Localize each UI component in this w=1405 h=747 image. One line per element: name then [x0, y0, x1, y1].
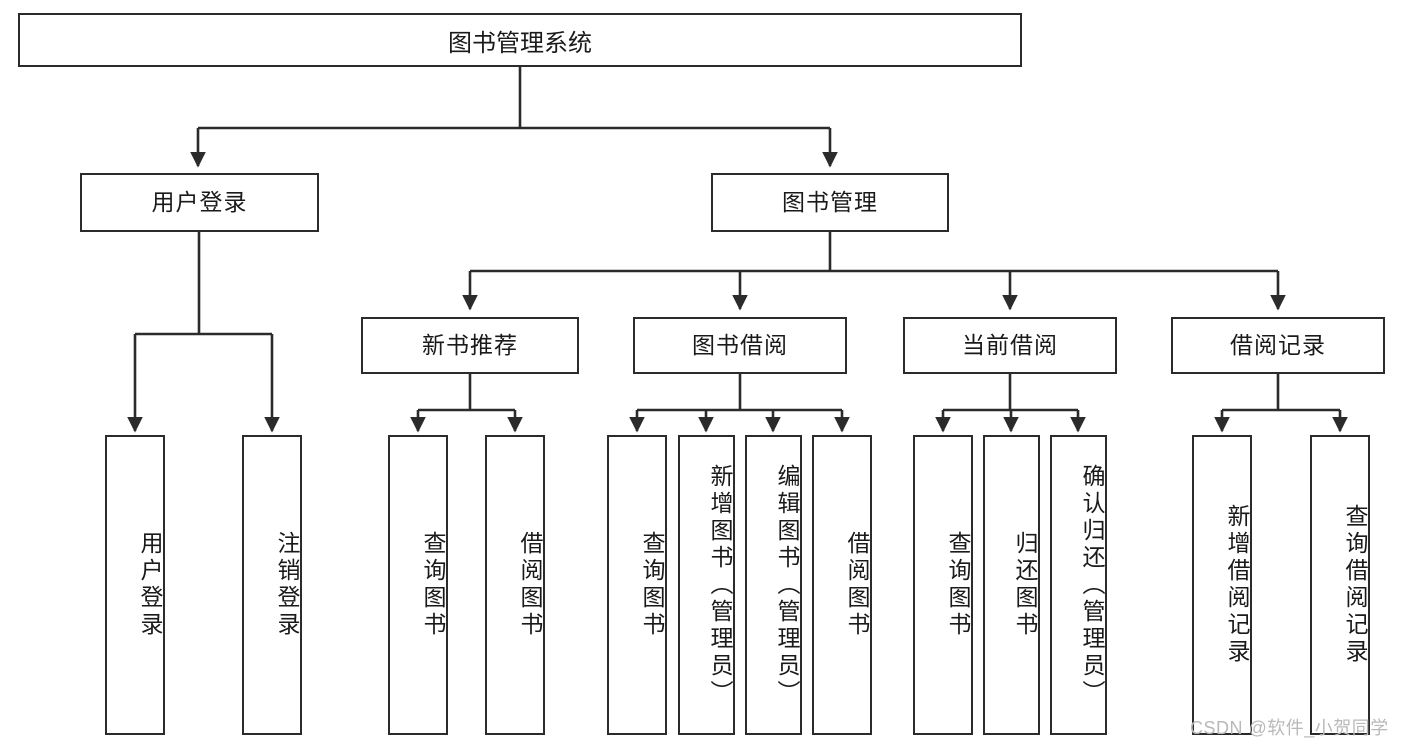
node-root[interactable]: 图书管理系统 — [18, 13, 1022, 67]
node-leaf-confirm-return[interactable]: 确认归还（管理员） — [1050, 435, 1107, 735]
node-leaf-borrow-book-1-label: 借阅图书 — [517, 531, 543, 639]
node-leaf-query-book-2[interactable]: 查询图书 — [607, 435, 667, 735]
node-book-borrow[interactable]: 图书借阅 — [633, 317, 847, 374]
node-leaf-borrow-book-1[interactable]: 借阅图书 — [485, 435, 545, 735]
node-borrow-record-label: 借阅记录 — [1230, 331, 1326, 358]
node-leaf-query-book-2-label: 查询图书 — [639, 531, 665, 639]
node-leaf-query-record[interactable]: 查询借阅记录 — [1310, 435, 1370, 735]
node-user-login[interactable]: 用户登录 — [80, 173, 319, 232]
node-leaf-add-record-label: 新增借阅记录 — [1224, 504, 1250, 666]
node-book-management-label: 图书管理 — [782, 188, 878, 215]
node-leaf-user-login[interactable]: 用户登录 — [105, 435, 165, 735]
watermark-text: CSDN @软件_小贺同学 — [1190, 718, 1389, 738]
node-current-borrow-label: 当前借阅 — [962, 331, 1058, 358]
node-leaf-return-book-label: 归还图书 — [1012, 531, 1038, 639]
node-leaf-add-book[interactable]: 新增图书（管理员） — [678, 435, 735, 735]
node-leaf-edit-book[interactable]: 编辑图书（管理员） — [745, 435, 802, 735]
node-book-borrow-label: 图书借阅 — [692, 331, 788, 358]
node-leaf-add-record[interactable]: 新增借阅记录 — [1192, 435, 1252, 735]
node-leaf-edit-book-label: 编辑图书（管理员） — [774, 463, 800, 707]
node-leaf-add-book-label: 新增图书（管理员） — [707, 463, 733, 707]
node-book-management[interactable]: 图书管理 — [711, 173, 949, 232]
node-leaf-query-book-1[interactable]: 查询图书 — [388, 435, 448, 735]
node-leaf-query-book-3[interactable]: 查询图书 — [913, 435, 973, 735]
node-new-book-recommend[interactable]: 新书推荐 — [361, 317, 579, 374]
node-leaf-borrow-book-2-label: 借阅图书 — [844, 531, 870, 639]
node-leaf-borrow-book-2[interactable]: 借阅图书 — [812, 435, 872, 735]
node-leaf-query-record-label: 查询借阅记录 — [1342, 504, 1368, 666]
node-current-borrow[interactable]: 当前借阅 — [903, 317, 1117, 374]
node-leaf-confirm-return-label: 确认归还（管理员） — [1079, 463, 1105, 707]
node-leaf-return-book[interactable]: 归还图书 — [983, 435, 1040, 735]
node-user-login-label: 用户登录 — [151, 188, 248, 215]
node-leaf-query-book-3-label: 查询图书 — [945, 531, 971, 639]
node-leaf-user-login-label: 用户登录 — [137, 531, 163, 639]
node-borrow-record[interactable]: 借阅记录 — [1171, 317, 1385, 374]
node-leaf-query-book-1-label: 查询图书 — [420, 531, 446, 639]
node-leaf-logout[interactable]: 注销登录 — [242, 435, 302, 735]
node-new-book-recommend-label: 新书推荐 — [422, 331, 518, 358]
node-leaf-logout-label: 注销登录 — [274, 531, 300, 639]
node-root-label: 图书管理系统 — [448, 29, 592, 57]
